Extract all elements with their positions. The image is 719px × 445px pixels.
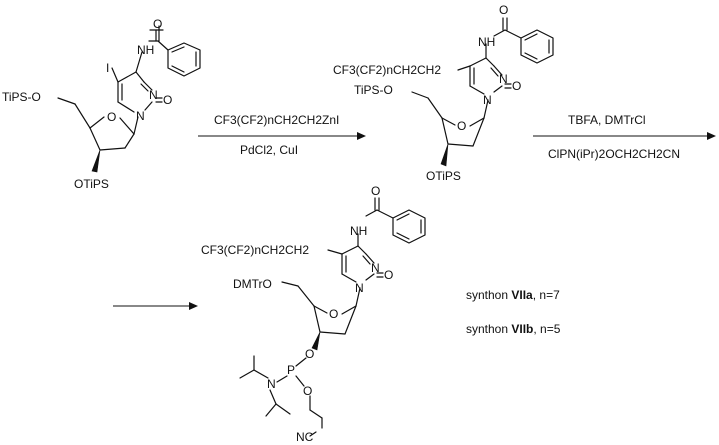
- ring-n3-label: N: [149, 88, 158, 102]
- step1-reagent-top: CF3(CF2)nCH2CH2ZnI: [214, 113, 339, 127]
- ring-n1-label-3: N: [355, 281, 364, 295]
- phenyl-ring-2: [520, 29, 554, 64]
- synthon-viia-name: VIIa: [511, 288, 533, 302]
- phosphorus-label: P: [287, 363, 295, 377]
- synthon-viib-note: synthon VIIb, n=5: [466, 322, 561, 336]
- amide-nh-label-2: NH: [478, 35, 495, 49]
- fluoroalkyl-chain-label-2: CF3(CF2)nCH2CH2: [333, 63, 441, 77]
- amide-nh-label-3: NH: [350, 224, 367, 238]
- o3-protecting-group-label: OTiPS: [74, 177, 109, 191]
- compound-2-fluoroalkyl-nucleoside: [411, 17, 554, 167]
- o5-protecting-group-label-2: TiPS-O: [354, 83, 393, 97]
- benzoyl-oxygen-label: O: [153, 17, 162, 31]
- phosphite-oxygen-label: O: [303, 384, 312, 398]
- ring-n1-label: N: [136, 109, 145, 123]
- compound-1-iodo-nucleoside: [57, 25, 201, 173]
- c2-oxygen-label: O: [163, 93, 172, 107]
- o5-protecting-group-label: TiPS-O: [2, 90, 41, 104]
- step1-reagent-bottom: PdCl2, CuI: [240, 143, 298, 157]
- ring-n3-label-3: N: [371, 261, 380, 275]
- iodo-label: I: [106, 61, 109, 75]
- amide-nh-label: NH: [137, 43, 154, 57]
- step2-reagent-bottom: ClPN(iPr)2OCH2CH2CN: [548, 147, 680, 161]
- benzoyl-oxygen-label-3: O: [371, 184, 380, 198]
- synthon-viia-note: synthon VIIa, n=7: [466, 288, 560, 302]
- nitrile-label: NC: [296, 430, 314, 444]
- ring-n3-label-2: N: [499, 72, 508, 86]
- c2-oxygen-label-3: O: [384, 268, 393, 282]
- ring-n1-label-2: N: [483, 93, 492, 107]
- o3-oxygen-label-3: O: [305, 347, 314, 361]
- synthon-viib-name: VIIb: [511, 322, 533, 336]
- o3-protecting-group-label-2: OTiPS: [426, 169, 461, 183]
- compound-3-phosphoramidite: [239, 197, 426, 437]
- arrow-2: [533, 132, 716, 140]
- arrow-1: [198, 132, 366, 140]
- phenyl-ring: [167, 42, 201, 77]
- sugar-oxygen-label-2: O: [457, 119, 466, 133]
- sugar-oxygen-label-3: O: [329, 307, 338, 321]
- sugar-oxygen-label: O: [107, 110, 116, 124]
- c2-oxygen-label-2: O: [512, 79, 521, 93]
- fluoroalkyl-chain-label-3: CF3(CF2)nCH2CH2: [201, 243, 309, 257]
- benzoyl-oxygen-label-2: O: [499, 3, 508, 17]
- phenyl-ring-3: [392, 209, 426, 244]
- arrow-3: [113, 302, 198, 310]
- o5-dmtr-group-label: DMTrO: [233, 277, 272, 291]
- step2-reagent-top: TBFA, DMTrCl: [568, 113, 646, 127]
- diisopropylamino-n-label: N: [267, 377, 276, 391]
